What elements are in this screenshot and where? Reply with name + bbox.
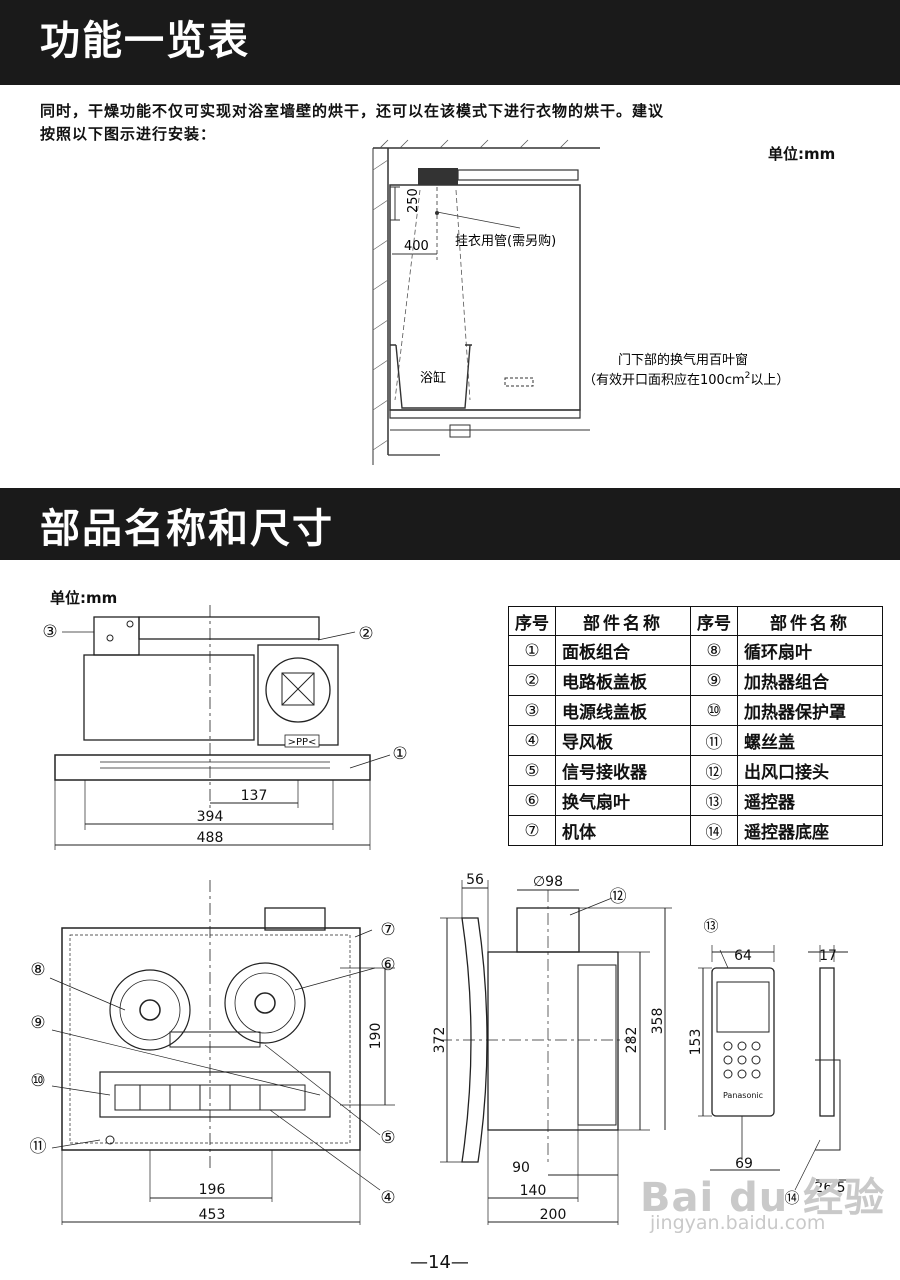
front-view (54, 605, 391, 850)
callout-9: ⑨ (30, 1013, 45, 1033)
section1-title: 功能一览表 (40, 18, 250, 64)
dim-394: 394 (197, 809, 224, 825)
remote-drawing (698, 945, 848, 1191)
callout-11: ⑪ (30, 1137, 47, 1157)
remote-brand: Panasonic (723, 1091, 763, 1100)
watermark-url: jingyan.baidu.com (650, 1212, 826, 1234)
watermark-logo: Bai du 经验 (640, 1175, 886, 1221)
label-tub: 浴缸 (420, 370, 446, 386)
callout-3-front: ③ (42, 622, 57, 642)
dim-358: 358 (650, 1008, 666, 1035)
side-view (440, 880, 672, 1225)
intro-line1: 同时，干燥功能不仅可实现对浴室墙壁的烘干，还可以在该模式下进行衣物的烘干。建议 (40, 102, 665, 120)
dim-453: 453 (199, 1207, 226, 1223)
bottom-view (49, 880, 395, 1225)
install-diagram: 250 400 挂衣用管(需另购) 浴缸 门下部的换气用百叶窗 （有效开口面积应… (372, 139, 789, 465)
dim-190: 190 (368, 1023, 384, 1050)
dim-282: 282 (624, 1027, 640, 1054)
vent-label: >PP< (288, 737, 317, 748)
callout-8: ⑧ (30, 960, 45, 980)
callout-1-front: ① (392, 744, 407, 764)
header-no-1: 序号 (508, 606, 556, 636)
dim-56: 56 (466, 872, 484, 888)
section2-title: 部品名称和尺寸 (40, 506, 334, 552)
label-vent-1: 门下部的换气用百叶窗 (618, 352, 748, 368)
dim-69: 69 (735, 1156, 753, 1172)
callout-4: ④ (380, 1188, 395, 1208)
header-name-2: 部件名称 (737, 606, 883, 636)
callout-10: ⑩ (30, 1071, 45, 1091)
header-name-1: 部件名称 (555, 606, 691, 636)
dim-26-5: 26.5 (814, 1180, 845, 1196)
label-vent-2: （有效开口面积应在100cm2以上） (583, 371, 789, 388)
section1-banner: 功能一览表 (0, 0, 900, 85)
header-no-2: 序号 (690, 606, 738, 636)
dim-488: 488 (197, 830, 224, 846)
dim-137: 137 (241, 788, 268, 804)
dim-64: 64 (734, 948, 752, 964)
label-pipe: 挂衣用管(需另购) (455, 233, 556, 249)
section2-banner: 部品名称和尺寸 (0, 488, 900, 560)
callout-7: ⑦ (380, 920, 395, 940)
dim-98: ∅98 (533, 874, 563, 890)
dim-400: 400 (404, 239, 429, 254)
dim-90: 90 (512, 1160, 530, 1176)
dim-196: 196 (199, 1182, 226, 1198)
dim-140: 140 (520, 1183, 547, 1199)
intro-line2: 按照以下图示进行安装： (40, 125, 217, 143)
callout-12: ⑫ (610, 887, 627, 907)
callout-5: ⑤ (380, 1128, 395, 1148)
dim-153: 153 (688, 1029, 704, 1056)
dim-17: 17 (819, 948, 837, 964)
dim-200: 200 (540, 1207, 567, 1223)
callout-13: ⑬ (703, 917, 718, 935)
callout-2-front: ② (358, 624, 373, 644)
install-unit: 单位:mm (768, 145, 836, 163)
parts-unit: 单位:mm (50, 589, 118, 607)
callout-14: ⑭ (784, 1189, 799, 1207)
dim-372: 372 (432, 1027, 448, 1054)
callout-6: ⑥ (380, 955, 395, 975)
page-number: —14— (410, 1252, 469, 1273)
dim-250: 250 (406, 188, 421, 213)
